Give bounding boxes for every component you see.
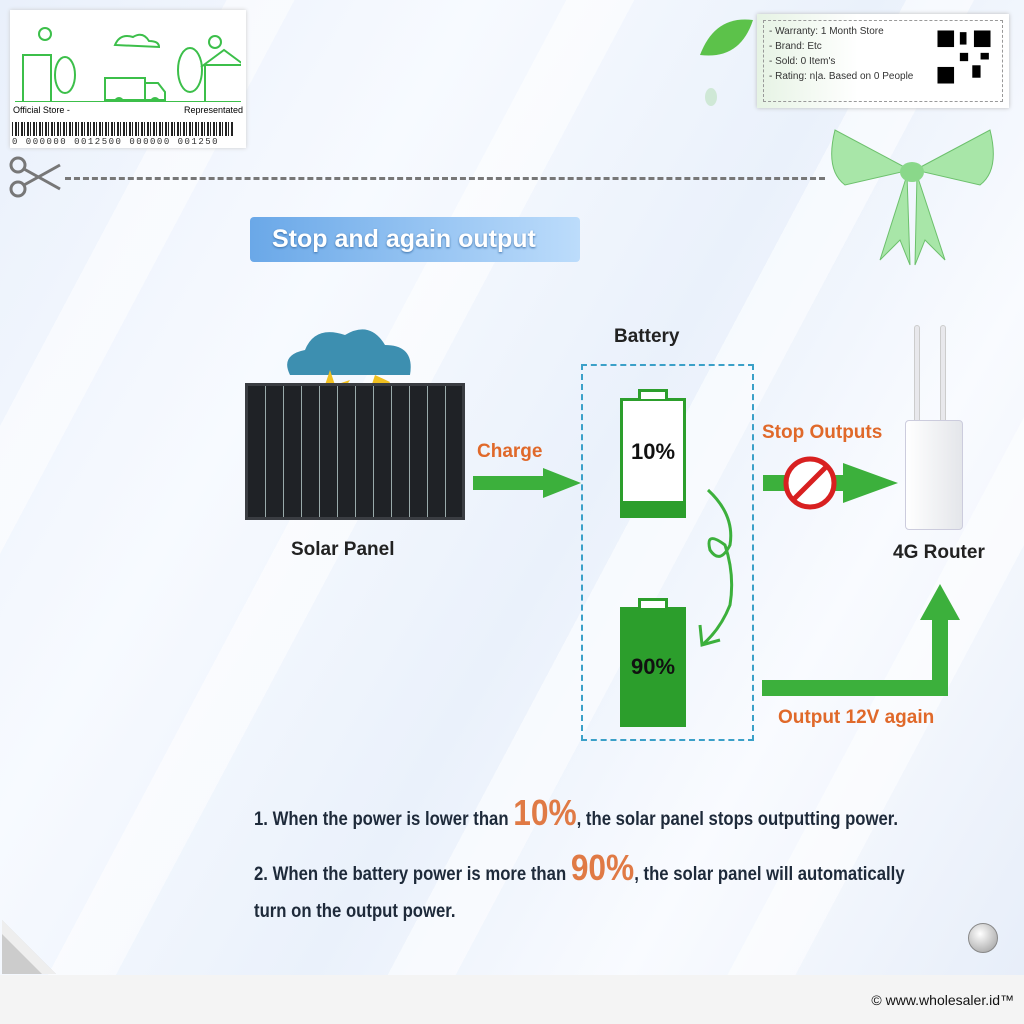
section-title: Stop and again output — [250, 217, 580, 262]
note-2: 2. When the battery power is more than 9… — [254, 847, 905, 889]
router-label: 4G Router — [893, 542, 985, 563]
info-sold: - Sold: 0 Item's — [769, 56, 836, 67]
note-1-text: 1. When the power is lower than — [254, 809, 514, 830]
solar-panel-image — [245, 383, 465, 520]
cut-line — [65, 177, 825, 180]
note-2-text: 2. When the battery power is more than — [254, 864, 571, 885]
stop-arrow — [763, 456, 898, 510]
scissors-icon — [9, 156, 61, 198]
battery-label: Battery — [614, 326, 680, 347]
leaf-icon — [700, 19, 753, 106]
qr-code — [935, 28, 993, 86]
output-again-label: Output 12V again — [778, 707, 935, 728]
info-warranty: - Warranty: 1 Month Store — [769, 26, 884, 37]
barcode — [12, 122, 234, 136]
note-2-value: 90% — [570, 847, 635, 888]
battery-high-percent: 90% — [630, 654, 676, 679]
page-curl-icon — [2, 920, 56, 974]
battery-low-icon: 10% — [620, 389, 686, 518]
output-arrow-icon — [762, 584, 960, 696]
pin-icon — [968, 923, 998, 953]
router-antenna — [914, 325, 920, 425]
note-1-text-end: , the solar panel stops outputting power… — [576, 809, 899, 830]
note-1: 1. When the power is lower than 10%, the… — [254, 792, 898, 834]
charge-arrow-icon — [473, 468, 581, 498]
solar-panel-label: Solar Panel — [291, 539, 395, 560]
charge-label: Charge — [477, 441, 543, 462]
footer-copyright: © www.wholesaler.id™ — [871, 992, 1014, 1008]
battery-low-percent: 10% — [630, 439, 676, 464]
info-rating: - Rating: n|a. Based on 0 People — [769, 71, 914, 82]
curved-arrow-icon — [698, 488, 734, 647]
note-2-text-end: , the solar panel will automatically — [634, 864, 905, 885]
battery-box — [581, 364, 754, 741]
store-left-label: Official Store - — [13, 105, 70, 115]
router-image — [905, 420, 963, 530]
ribbon-bow-icon — [831, 129, 994, 266]
note-2-line2: turn on the output power. — [254, 901, 456, 922]
prohibited-icon — [783, 456, 837, 510]
barcode-number: 0 000000 0012500 000000 001250 — [12, 137, 220, 147]
delivery-illustration — [15, 27, 241, 102]
router-antenna — [940, 325, 946, 425]
info-brand: - Brand: Etc — [769, 41, 822, 52]
note-1-value: 10% — [513, 792, 577, 833]
store-right-label: Representated — [183, 105, 243, 115]
stop-outputs-label: Stop Outputs — [762, 422, 883, 443]
battery-high-icon: 90% — [620, 598, 686, 727]
